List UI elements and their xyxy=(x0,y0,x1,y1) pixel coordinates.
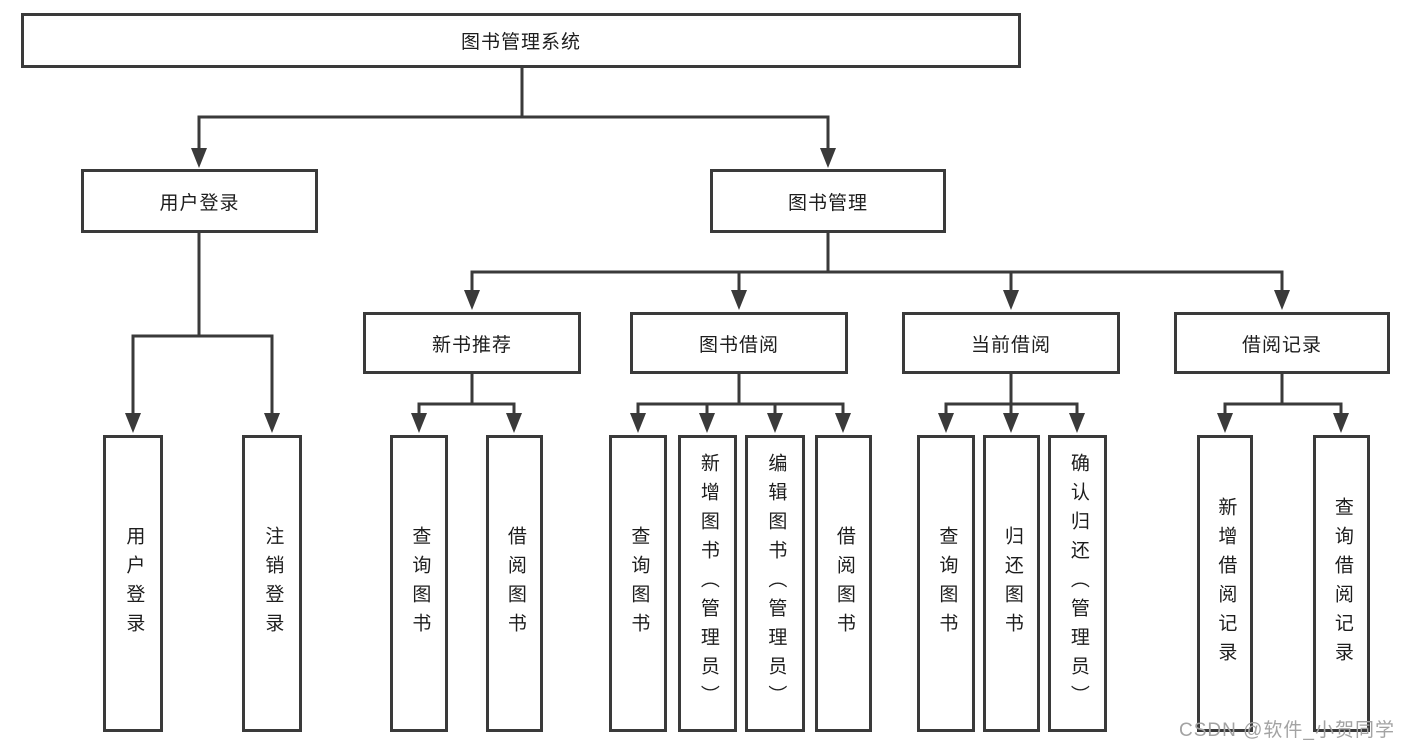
leaf-label: 注销登录 xyxy=(262,525,284,642)
leaf-label: 借阅图书 xyxy=(504,525,526,642)
leaf-borrow-books: 借阅图书 xyxy=(815,435,872,732)
leaf-label: 查询借阅记录 xyxy=(1331,496,1353,671)
node-borrowing-records: 借阅记录 xyxy=(1174,312,1390,374)
leaf-label: 归还图书 xyxy=(1001,525,1023,642)
leaf-query-books: 查询图书 xyxy=(609,435,667,732)
leaf-label: 新增借阅记录 xyxy=(1215,496,1237,671)
leaf-add-books-admin: 新增图书（管理员） xyxy=(678,435,737,732)
node-book-borrowing: 图书借阅 xyxy=(630,312,848,374)
leaf-label: 编辑图书（管理员） xyxy=(765,453,787,714)
leaf-edit-books-admin: 编辑图书（管理员） xyxy=(745,435,805,732)
leaf-label: 查询图书 xyxy=(409,525,431,642)
leaf-return-books: 归还图书 xyxy=(983,435,1040,732)
leaf-label: 借阅图书 xyxy=(833,525,855,642)
csdn-watermark: CSDN @软件_小贺同学 xyxy=(1179,720,1395,741)
leaf-query-borrow-record: 查询借阅记录 xyxy=(1313,435,1370,732)
leaf-confirm-return-admin: 确认归还（管理员） xyxy=(1048,435,1107,732)
leaf-borrow-books: 借阅图书 xyxy=(486,435,543,732)
leaf-label: 查询图书 xyxy=(936,525,958,642)
leaf-query-books: 查询图书 xyxy=(917,435,975,732)
node-book-management: 图书管理 xyxy=(710,169,946,233)
node-new-book-recommend: 新书推荐 xyxy=(363,312,581,374)
leaf-label: 新增图书（管理员） xyxy=(697,453,719,714)
node-user-login: 用户登录 xyxy=(81,169,318,233)
leaf-query-books: 查询图书 xyxy=(390,435,448,732)
leaf-label: 查询图书 xyxy=(628,525,650,642)
leaf-logout: 注销登录 xyxy=(242,435,302,732)
leaf-label: 用户登录 xyxy=(123,525,145,642)
node-root: 图书管理系统 xyxy=(21,13,1021,68)
leaf-add-borrow-record: 新增借阅记录 xyxy=(1197,435,1253,732)
node-current-borrowing: 当前借阅 xyxy=(902,312,1120,374)
leaf-label: 确认归还（管理员） xyxy=(1067,453,1089,714)
leaf-user-login: 用户登录 xyxy=(103,435,163,732)
